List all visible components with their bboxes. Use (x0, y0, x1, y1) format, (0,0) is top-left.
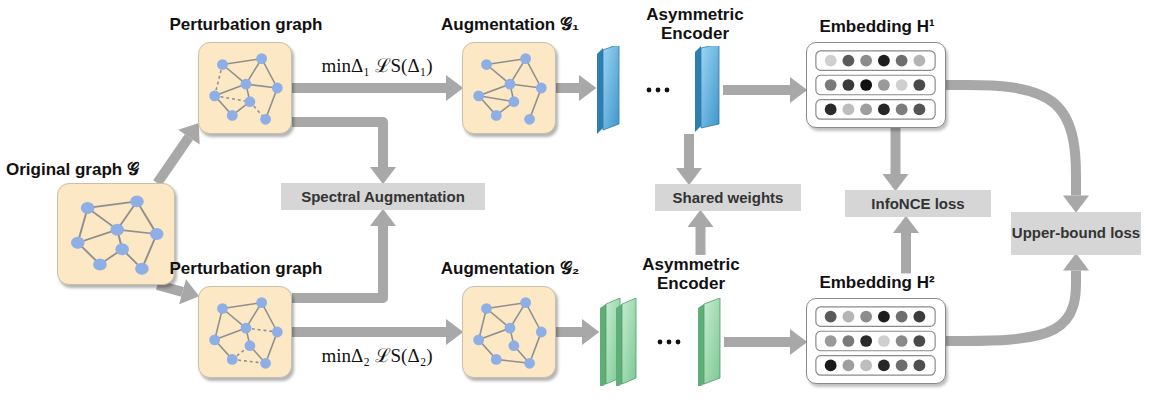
graph-box: Original graph 𝒢 (57, 183, 175, 285)
graph-box: Augmentation 𝒢₁ (462, 42, 556, 134)
flow-arrow (724, 337, 790, 347)
box-label: Shared weights (673, 189, 784, 206)
flow-arrow (157, 137, 189, 183)
flow-arrow (556, 327, 582, 337)
node-heading: Embedding H¹ (787, 17, 967, 37)
node-heading: Asymmetric Encoder (636, 255, 746, 294)
edge-label: minΔ₂ ℒS(Δ₂) (319, 342, 434, 368)
graph-illustration (463, 287, 555, 377)
edge-label: minΔ₁ ℒS(Δ₁) (319, 52, 434, 78)
flow-arrow (946, 85, 1076, 196)
embedding-box: Embedding H¹ (806, 42, 946, 128)
flow-arrow (684, 134, 694, 168)
encoder-layers (598, 298, 724, 386)
graph-illustration (463, 43, 555, 133)
flow-arrow (901, 233, 911, 273)
flow-arrow (556, 83, 579, 93)
graph-box: Perturbation graph (198, 286, 292, 378)
box-label: Spectral Augmentation (301, 188, 465, 205)
graph-illustration (58, 184, 174, 284)
node-heading: Perturbation graph (146, 15, 346, 35)
encoder-block: Asymmetric Encoder (598, 298, 724, 386)
flow-arrow (157, 285, 182, 292)
embedding-rows (807, 43, 945, 127)
flow-arrow (292, 327, 446, 337)
node-heading: Original graph 𝒢 (6, 160, 226, 180)
encoder-layers (595, 46, 723, 134)
embedding-rows (807, 299, 945, 383)
node-heading: Augmentation 𝒢₁ (410, 15, 610, 35)
loss-box: InfoNCE loss (845, 190, 991, 217)
node-heading: Asymmetric Encoder (640, 5, 750, 44)
node-heading: Augmentation 𝒢₂ (410, 259, 610, 279)
node-heading: Perturbation graph (146, 259, 346, 279)
flow-arrow (723, 85, 790, 95)
box-label: InfoNCE loss (871, 195, 964, 212)
flow-arrow (292, 83, 446, 93)
flow-arrow (696, 227, 706, 255)
process-box: Spectral Augmentation (281, 183, 485, 210)
flow-arrow (292, 122, 383, 167)
process-box: Shared weights (655, 184, 801, 211)
encoder-block: Asymmetric Encoder (595, 46, 723, 134)
graph-box: Augmentation 𝒢₂ (462, 286, 556, 378)
graph-box: Perturbation graph (198, 42, 292, 134)
loss-box: Upper-bound loss (1011, 212, 1141, 255)
box-label: Upper-bound loss (1012, 224, 1140, 241)
embedding-box: Embedding H² (806, 298, 946, 384)
node-heading: Embedding H² (787, 273, 967, 293)
graph-illustration (199, 43, 291, 133)
graph-illustration (199, 287, 291, 377)
flow-arrow (891, 128, 901, 174)
flow-arrow (946, 271, 1076, 342)
